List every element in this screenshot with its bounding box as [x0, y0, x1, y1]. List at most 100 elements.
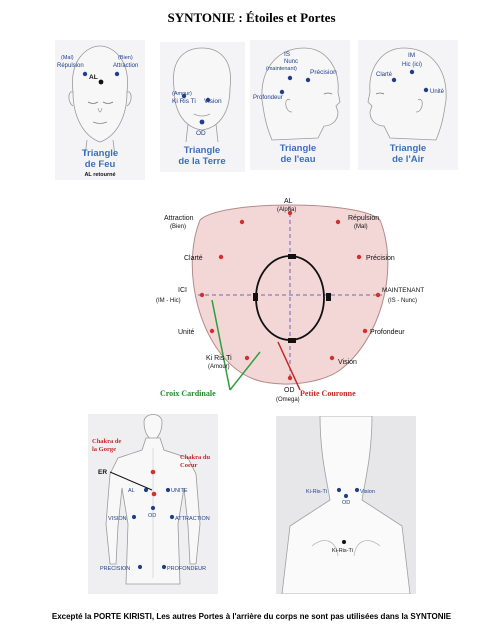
precision-label: Précision: [310, 69, 337, 76]
earth-title-line2: de la Terre: [178, 156, 225, 167]
repulsion-point: [335, 219, 341, 225]
water-title-line1: Triangle: [280, 143, 316, 154]
unite-point: [423, 87, 429, 93]
profondeur-point: [362, 328, 368, 334]
coeur-label-line2: Coeur: [180, 462, 197, 469]
ici-label: ICI: [178, 287, 187, 294]
repulsion-point: [82, 71, 88, 77]
croix-cardinale-label: Croix Cardinale: [160, 389, 216, 398]
amour-label: (Amour): [172, 91, 192, 97]
vision-point: [131, 514, 137, 520]
unite-label: UNITE: [171, 488, 188, 494]
al-retourne-note: AL retourné: [84, 172, 115, 178]
attraction-point: [169, 514, 175, 520]
precision-point: [137, 564, 143, 570]
vision-label: Vision: [338, 359, 357, 366]
od-point: [287, 375, 293, 381]
od-label: OD: [284, 387, 295, 394]
fire-title-line1: Triangle: [82, 148, 118, 159]
kiristi-point: [244, 355, 250, 361]
air-title-line2: de l'Air: [392, 154, 424, 165]
al-label: AL: [284, 198, 293, 205]
er-label: ER: [98, 469, 107, 476]
air-title-line1: Triangle: [390, 143, 426, 154]
amour-label: (Amour): [208, 364, 230, 370]
attraction-label: Attraction: [113, 63, 138, 69]
od-label: OD: [342, 500, 350, 506]
al-point: [143, 487, 149, 493]
head-earth-panel: (Amour) Ki Ris Ti Vision OD Triangle de …: [160, 42, 245, 172]
is-label: IS: [284, 51, 291, 58]
head-fire-panel: (Mal) (Bien) Répulsion Attraction AL Tri…: [55, 40, 145, 180]
profondeur-point: [279, 89, 285, 95]
vision-label: VISION: [108, 516, 127, 522]
unite-label: Unité: [178, 329, 194, 336]
head-air-panel: IM Hic (ici) Clarté Unité Triangle de l'…: [358, 40, 458, 170]
ici-point: [199, 292, 205, 298]
maintenant-point: [375, 292, 381, 298]
repulsion-label: Répulsion: [348, 215, 379, 222]
clarte-label: Clarté: [184, 255, 203, 262]
is-point: [287, 75, 293, 81]
page-title: SYNTONIE : Étoiles et Portes: [167, 10, 336, 25]
profondeur-label: Profondeur: [253, 95, 283, 101]
precision-label: PRECISION: [100, 566, 130, 572]
gorge-point: [150, 469, 156, 475]
profondeur-label: PROFONDEUR: [167, 566, 206, 572]
maintenant-label: MAINTENANT: [382, 287, 424, 294]
od-point: [343, 493, 349, 499]
precision-point: [305, 77, 311, 83]
petite-couronne-label: Petite Couronne: [300, 389, 356, 398]
attraction-label: Attraction: [164, 215, 194, 222]
vision-point: [329, 355, 335, 361]
clarte-label: Clarté: [376, 72, 393, 78]
al-point: [98, 79, 104, 85]
profondeur-label: Profondeur: [370, 329, 405, 336]
vision-label: Vision: [204, 98, 222, 105]
clarte-point: [218, 254, 224, 260]
head-water-panel: IS Nunc (maintenant) Précision Profondeu…: [250, 40, 350, 170]
bien-label: (Bien): [118, 55, 133, 61]
kiristi-point: [336, 487, 342, 493]
attraction-point: [114, 71, 120, 77]
profondeur-point: [161, 564, 167, 570]
nunc-label: Nunc: [284, 59, 298, 65]
precision-point: [356, 254, 362, 260]
body-back-panel: Ki-Ris-Ti Vision OD Ki-Ris-Ti: [276, 416, 416, 594]
maintenant-label: (maintenant): [266, 66, 297, 72]
attraction-label: ATTRACTION: [175, 516, 210, 522]
kiristi-label: Ki Ris Ti: [206, 355, 232, 362]
coeur-label-line1: Chakra du: [180, 454, 211, 461]
vision-point: [354, 487, 360, 493]
im-hic-label: (IM - Hic): [156, 298, 181, 304]
water-title-line2: de l'eau: [281, 154, 316, 165]
od-point: [150, 505, 156, 511]
bien-label: (Bien): [170, 224, 186, 230]
gorge-label-line2: la Gorge: [92, 446, 116, 453]
fire-title-line2: de Feu: [85, 159, 116, 170]
gorge-label-line1: Chakra de: [92, 438, 122, 445]
clarte-point: [391, 77, 397, 83]
kiristi-label: Ki Ris Ti: [172, 98, 196, 105]
repulsion-label: Répulsion: [57, 63, 84, 69]
hic-label: Hic (ici): [402, 62, 422, 68]
im-label: IM: [408, 52, 415, 59]
al-point: [287, 210, 293, 216]
vision-label: Vision: [360, 489, 375, 495]
kiristi-point: [181, 93, 187, 99]
coeur-point: [151, 491, 157, 497]
attraction-point: [239, 219, 245, 225]
al-label: AL: [128, 488, 135, 494]
mal-label: (Mal): [354, 224, 368, 230]
unite-label: Unité: [430, 89, 445, 95]
omega-label: (Omega): [276, 397, 300, 403]
alpha-label: (Alpha): [277, 207, 296, 213]
body-front-panel: Chakra de la Gorge Chakra du Coeur ER AL…: [88, 414, 218, 594]
im-point: [409, 69, 415, 75]
vision-point: [205, 97, 211, 103]
unite-point: [209, 328, 215, 334]
footer-note: Excepté la PORTE KIRISTI, Les autres Por…: [51, 612, 452, 621]
od-point: [199, 119, 205, 125]
unite-point: [165, 487, 171, 493]
top-view-diagram: Attraction (Bien) AL (Alpha) Répulsion (…: [150, 180, 430, 410]
